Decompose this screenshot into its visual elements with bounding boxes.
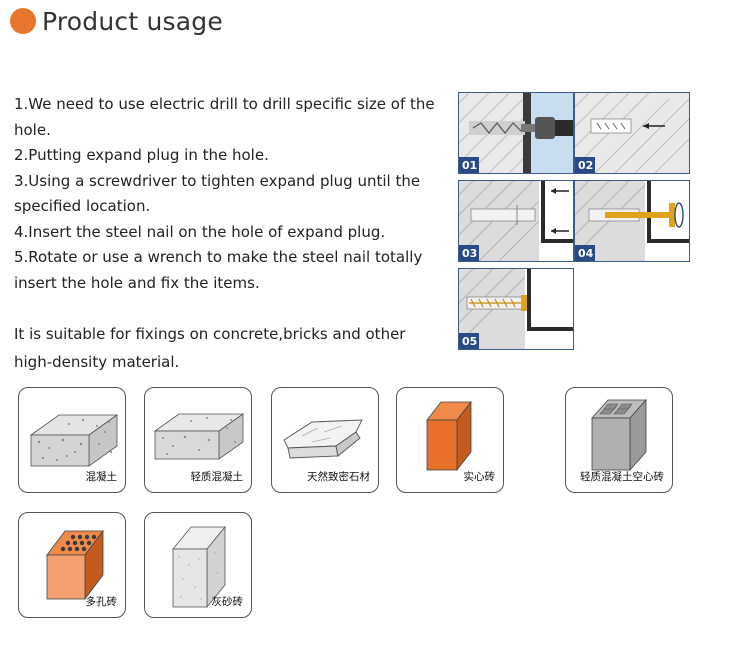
diagram-panel-fixed: 05: [458, 268, 574, 350]
material-card-light-concrete: 轻质混凝土: [144, 387, 252, 493]
step-item: 3.Using a screwdriver to tighten expand …: [14, 171, 421, 216]
usage-steps-list: 1.We need to use electric drill to drill…: [14, 92, 446, 296]
diagram-panel-drill: 01: [458, 92, 574, 174]
material-card-hollow-block: 轻质混凝土空心砖: [565, 387, 673, 493]
panel-number: 03: [462, 247, 477, 260]
material-label: 天然致密石材: [307, 471, 370, 483]
material-label: 多孔砖: [85, 596, 118, 608]
perforated-brick-icon: [46, 529, 104, 601]
suitability-text: It is suitable for fixings on concrete,b…: [14, 325, 406, 371]
installation-diagram: 01 02: [458, 92, 690, 350]
step-item: 5.Rotate or use a wrench to make the ste…: [14, 248, 423, 292]
natural-stone-icon: [283, 419, 363, 459]
material-label: 实心砖: [463, 471, 496, 483]
step-item: 4.Insert the steel nail on the hole of e…: [14, 222, 386, 241]
panel-number: 01: [462, 159, 477, 172]
material-card-natural-stone: 天然致密石材: [271, 387, 379, 493]
panel-number: 04: [578, 247, 594, 260]
section-header: Product usage: [10, 4, 223, 38]
solid-brick-icon: [426, 400, 472, 472]
light-concrete-block-icon: [153, 413, 245, 460]
material-label: 轻质混凝土: [190, 471, 244, 483]
diagram-panel-nail: 04: [574, 180, 690, 262]
step-item: 2.Putting expand plug in the hole.: [14, 146, 269, 164]
material-card-sand-lime-brick: 灰砂砖: [144, 512, 252, 618]
material-label: 轻质混凝土空心砖: [580, 471, 664, 483]
orange-dot-icon: [10, 8, 36, 34]
diagram-panel-plug: 02: [574, 92, 690, 174]
step-item: 1.We need to use electric drill to drill…: [14, 95, 435, 139]
material-label: 混凝土: [85, 471, 118, 483]
panel-number: 05: [462, 335, 477, 348]
hollow-block-icon: [591, 398, 647, 472]
material-card-concrete: 混凝土: [18, 387, 126, 493]
material-card-solid-brick: 实心砖: [396, 387, 504, 493]
page-title: Product usage: [42, 6, 223, 36]
material-label: 灰砂砖: [211, 596, 244, 608]
concrete-block-icon: [29, 414, 119, 467]
panel-number: 02: [578, 159, 593, 172]
material-card-perforated-brick: 多孔砖: [18, 512, 126, 618]
diagram-panel-tighten: 03: [458, 180, 574, 262]
sand-lime-brick-icon: [172, 525, 226, 609]
